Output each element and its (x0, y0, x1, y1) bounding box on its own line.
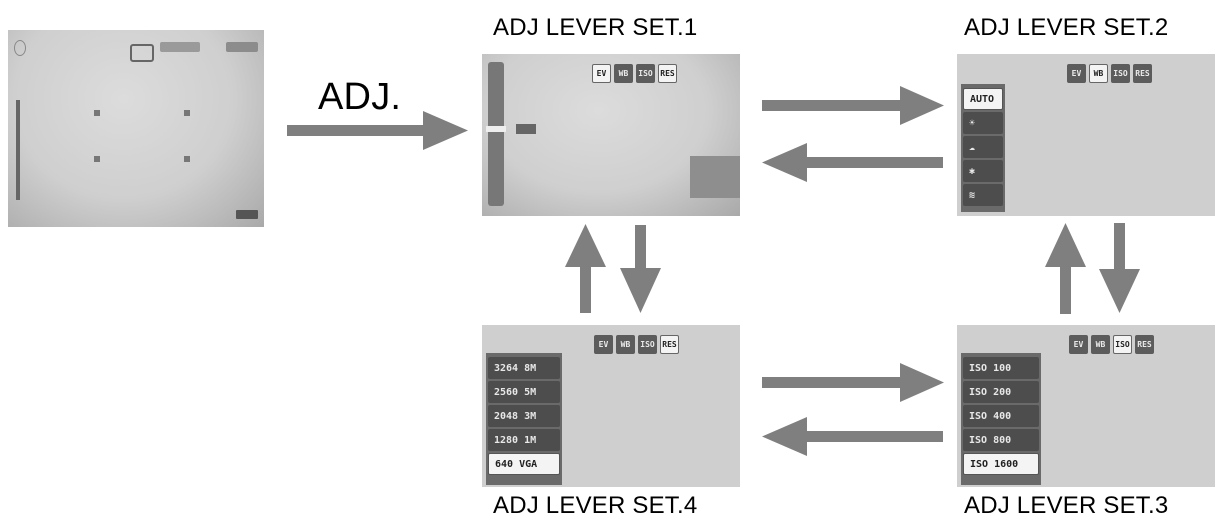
iso-option[interactable]: ISO 800 (963, 429, 1039, 451)
arrow-set4-to-set3 (762, 363, 944, 402)
wb-option[interactable]: ☀ (963, 112, 1003, 134)
resolution-icon: RES (1135, 335, 1154, 354)
set2-screen: EV WB ISO RES AUTO ☀ ☁ ✱ ≋ (957, 54, 1215, 216)
iso-option[interactable]: ISO 100 (963, 357, 1039, 379)
iso-menu: ISO 100 ISO 200 ISO 400 ISO 800 ISO 1600 (961, 353, 1041, 485)
exposure-icon: EV (1067, 64, 1086, 83)
resolution-icon: RES (660, 335, 679, 354)
wb-option[interactable]: ≋ (963, 184, 1003, 206)
set2-title: ADJ LEVER SET.2 (964, 14, 1169, 41)
set3-title: ADJ LEVER SET.3 (964, 492, 1169, 519)
set2-icon-row: EV WB ISO RES (1067, 64, 1152, 83)
ev-slider (488, 62, 504, 206)
wb-menu: AUTO ☀ ☁ ✱ ≋ (961, 84, 1005, 212)
set1-icon-row: EV WB ISO RES (592, 64, 677, 83)
ev-slider-knob (486, 126, 506, 132)
focus-mark (184, 110, 190, 116)
set3-icon-row: EV WB ISO RES (1069, 335, 1154, 354)
iso-icon: ISO (1111, 64, 1130, 83)
wb-icon: WB (1089, 64, 1108, 83)
preview-thumbnail (690, 156, 740, 198)
exposure-icon: EV (1069, 335, 1088, 354)
set4-screen: EV WB ISO RES 3264 8M 2560 5M 2048 3M 12… (482, 325, 740, 487)
set1-screen: EV WB ISO RES (482, 54, 740, 216)
wb-option[interactable]: ☁ (963, 136, 1003, 158)
resolution-icon: RES (1133, 64, 1152, 83)
arrow-set1-to-set4 (620, 225, 661, 313)
storage-icon (160, 42, 200, 52)
iso-option[interactable]: ISO 400 (963, 405, 1039, 427)
adj-label: ADJ. (318, 76, 402, 118)
arrow-set3-to-set4 (762, 417, 943, 456)
iso-option[interactable]: ISO 1600 (963, 453, 1039, 475)
adj-arrow (287, 111, 468, 150)
arrow-set3-to-set2 (1045, 223, 1086, 314)
iso-icon: ISO (638, 335, 657, 354)
resolution-option[interactable]: 3264 8M (488, 357, 560, 379)
wb-icon: WB (614, 64, 633, 83)
resolution-menu: 3264 8M 2560 5M 2048 3M 1280 1M 640 VGA (486, 353, 562, 485)
arrow-set1-to-set2 (762, 86, 944, 125)
arrow-set2-to-set3 (1099, 223, 1140, 313)
wb-option[interactable]: AUTO (963, 88, 1003, 110)
battery-icon (236, 210, 258, 219)
ev-value-badge (516, 124, 536, 134)
wb-icon: WB (1091, 335, 1110, 354)
resolution-option[interactable]: 640 VGA (488, 453, 560, 475)
iso-icon: ISO (1113, 335, 1132, 354)
set4-title: ADJ LEVER SET.4 (493, 492, 698, 519)
resolution-option[interactable]: 1280 1M (488, 429, 560, 451)
resolution-option[interactable]: 2560 5M (488, 381, 560, 403)
resolution-icon: RES (658, 64, 677, 83)
iso-option[interactable]: ISO 200 (963, 381, 1039, 403)
resolution-option[interactable]: 2048 3M (488, 405, 560, 427)
set1-title: ADJ LEVER SET.1 (493, 14, 698, 41)
set3-screen: EV WB ISO RES ISO 100 ISO 200 ISO 400 IS… (957, 325, 1215, 487)
wb-icon: WB (616, 335, 635, 354)
focus-mark (94, 110, 100, 116)
preview-screen (8, 30, 264, 227)
wb-option[interactable]: ✱ (963, 160, 1003, 182)
exposure-icon: EV (592, 64, 611, 83)
focus-mark (94, 156, 100, 162)
quality-icon (226, 42, 258, 52)
arrow-set2-to-set1 (762, 143, 943, 182)
arrow-set4-to-set1 (565, 224, 606, 313)
focus-mark (184, 156, 190, 162)
exposure-icon: EV (594, 335, 613, 354)
iso-icon: ISO (636, 64, 655, 83)
zoom-bar (16, 100, 20, 200)
flash-icon (14, 40, 26, 56)
set4-icon-row: EV WB ISO RES (594, 335, 679, 354)
camera-icon (130, 44, 154, 62)
